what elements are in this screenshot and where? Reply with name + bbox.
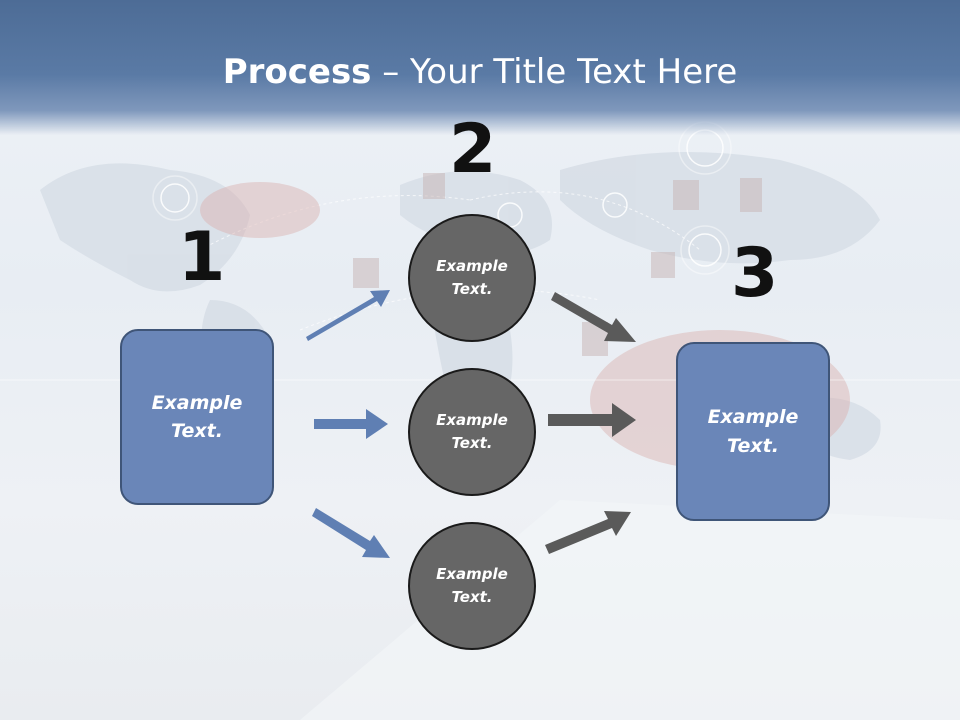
- step-1-text: Example Text.: [151, 391, 243, 443]
- title-rest: – Your Title Text Here: [371, 52, 738, 92]
- title-bar: [0, 0, 960, 135]
- arrow-bottom-to-3: [545, 511, 631, 554]
- title-bold: Process: [222, 52, 372, 92]
- arrow-top-to-3: [551, 292, 636, 342]
- arrow-middle-to-3: [548, 403, 636, 437]
- step-2-middle-text: Example Text.: [436, 410, 508, 452]
- step-number-3: 3: [731, 234, 779, 313]
- arrow-1-to-top: [306, 290, 390, 341]
- step-2-circle-top: Example Text.: [408, 214, 536, 342]
- slide-title: Process – Your Title Text Here: [0, 52, 960, 92]
- step-2-circle-middle: Example Text.: [408, 368, 536, 496]
- step-1-box: Example Text.: [120, 329, 274, 505]
- arrow-1-to-middle: [314, 409, 388, 439]
- step-number-2: 2: [449, 110, 497, 189]
- step-2-top-text: Example Text.: [436, 256, 508, 298]
- step-3-box: Example Text.: [676, 342, 830, 521]
- step-number-1: 1: [178, 218, 226, 297]
- arrow-1-to-bottom: [312, 508, 390, 558]
- step-3-text: Example Text.: [707, 406, 799, 457]
- step-2-circle-bottom: Example Text.: [408, 522, 536, 650]
- step-2-bottom-text: Example Text.: [436, 564, 508, 606]
